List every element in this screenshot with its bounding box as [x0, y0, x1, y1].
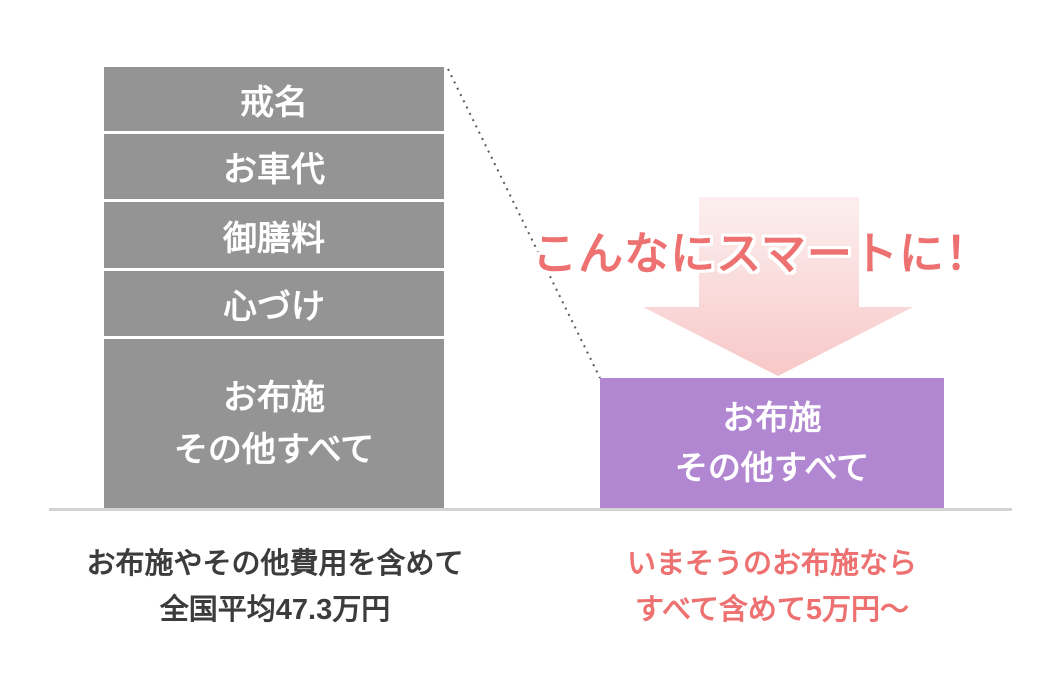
- stack-item-label-line2: その他すべて: [173, 430, 375, 469]
- cost-stack: 戒名 お車代 御膳料 心づけ お布施 その他すべて: [104, 67, 444, 508]
- stack-item-ozenryo: 御膳料: [104, 202, 444, 268]
- highlight-box-line1: お布施: [722, 399, 822, 436]
- stack-item-kokorozuke: 心づけ: [104, 271, 444, 336]
- highlight-box-line2: その他すべて: [674, 449, 870, 486]
- left-caption-line1: お布施やその他費用を含めて: [86, 548, 464, 580]
- stack-item-label: 戒名: [240, 83, 308, 122]
- right-caption-line2: すべて含めて5万円～: [635, 594, 909, 626]
- baseline-divider: [49, 508, 1012, 511]
- left-caption: お布施やその他費用を含めて 全国平均47.3万円: [60, 541, 490, 633]
- highlight-box: お布施 その他すべて: [600, 378, 944, 508]
- stack-item-label: お車代: [223, 151, 325, 189]
- right-caption: いまそうのお布施なら すべて含めて5万円～: [600, 541, 944, 633]
- down-arrow-icon: [643, 197, 913, 376]
- stack-item-label: 御膳料: [223, 219, 325, 258]
- stack-item-label: 心づけ: [223, 288, 325, 326]
- stack-item-kaimyo: 戒名: [104, 67, 444, 131]
- right-caption-line1: いまそうのお布施なら: [626, 548, 917, 580]
- stack-item-label-line1: お布施: [223, 378, 325, 417]
- stack-item-ofuse-other: お布施 その他すべて: [104, 339, 444, 508]
- headline: こんなにスマートに！: [532, 228, 991, 279]
- left-caption-line2: 全国平均47.3万円: [159, 594, 391, 626]
- stack-item-okurumadai: お車代: [104, 134, 444, 199]
